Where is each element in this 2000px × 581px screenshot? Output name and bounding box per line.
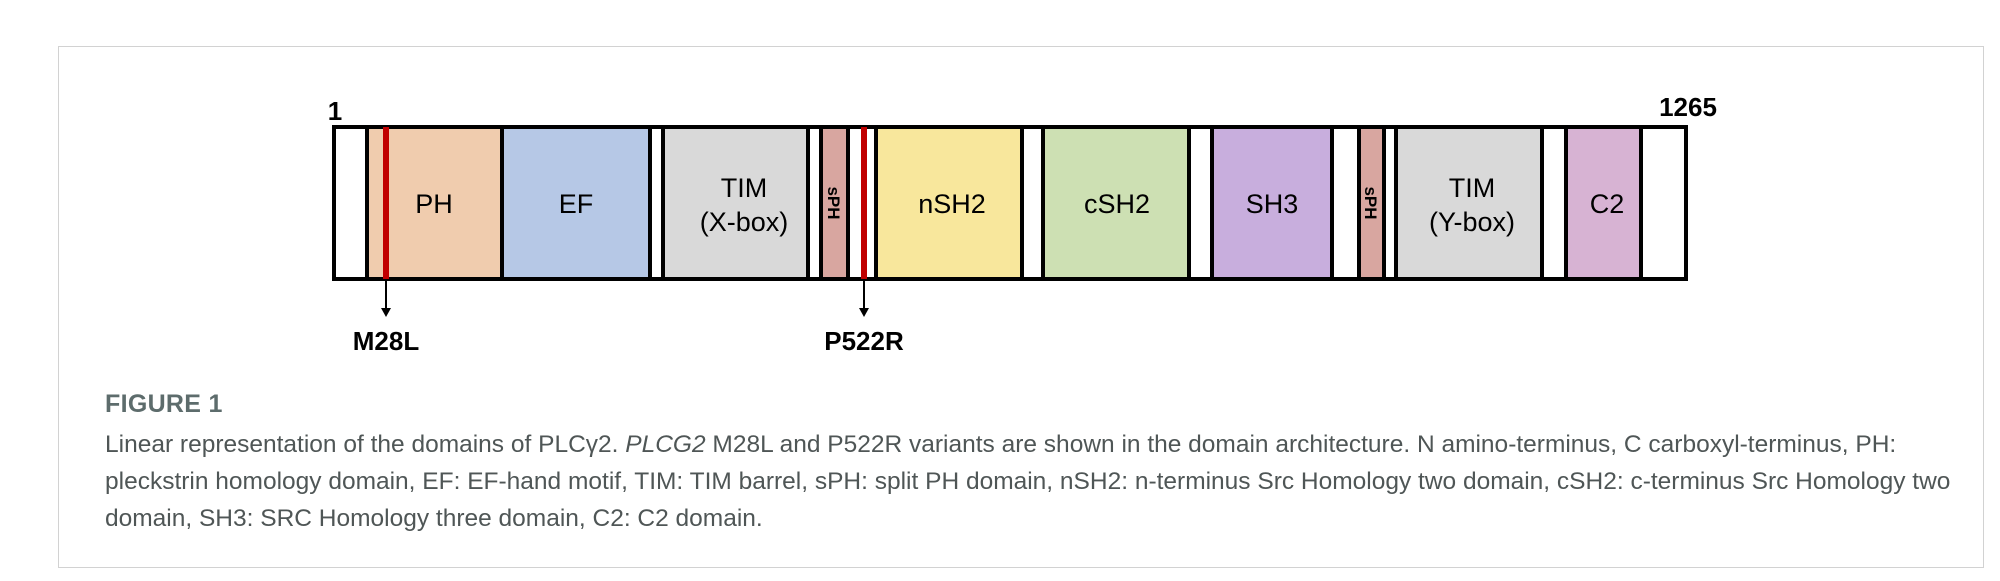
figure-caption-text: Linear representation of the domains of …: [105, 426, 1965, 537]
domain-csh2-label: cSH2: [1084, 189, 1150, 219]
domain-tim-y-label: TIM: [1449, 173, 1496, 203]
domain-tim-x-label: TIM: [721, 173, 768, 203]
domain-sph-2-label: sPH: [1361, 186, 1380, 219]
domain-sh3: [1210, 125, 1334, 281]
variant-m28l-label: M28L: [353, 326, 420, 356]
domain-tim-x-sublabel: (X-box): [700, 207, 789, 237]
caption-text-part2: M28L and P522R variants are shown in the…: [105, 431, 1951, 532]
domain-nsh2: [874, 125, 1024, 281]
variant-p522r-arrowhead: [859, 308, 869, 317]
domain-c2: [1564, 125, 1643, 281]
caption-gene-name: PLCG2: [625, 431, 706, 458]
domain-sph-1-label: sPH: [824, 186, 843, 219]
domain-sph-2: [1357, 125, 1386, 281]
start-residue-label: 1: [328, 96, 342, 126]
domain-ef: [500, 125, 652, 281]
domain-sph-1: [819, 125, 850, 281]
variant-m28l-arrowhead: [381, 308, 391, 317]
domain-tim-y-sublabel: (Y-box): [1429, 207, 1515, 237]
domain-tim-y: [1394, 125, 1544, 281]
domain-sh3-label: SH3: [1246, 189, 1299, 219]
end-residue-label: 1265: [1659, 92, 1717, 122]
domain-ph: [365, 125, 504, 281]
variant-p522r-marker: [861, 127, 867, 279]
domain-ph-label: PH: [415, 189, 453, 219]
domain-tim-x: [661, 125, 810, 281]
variant-p522r-label: P522R: [824, 326, 904, 356]
variant-m28l-marker: [383, 127, 389, 279]
domain-csh2: [1041, 125, 1191, 281]
caption-text-part1: Linear representation of the domains of …: [105, 431, 626, 458]
figure-frame: [58, 46, 1984, 568]
domain-ef-label: EF: [559, 189, 594, 219]
domain-c2-label: C2: [1590, 189, 1625, 219]
domain-nsh2-label: nSH2: [918, 189, 986, 219]
figure-caption-title: FIGURE 1: [105, 390, 223, 418]
